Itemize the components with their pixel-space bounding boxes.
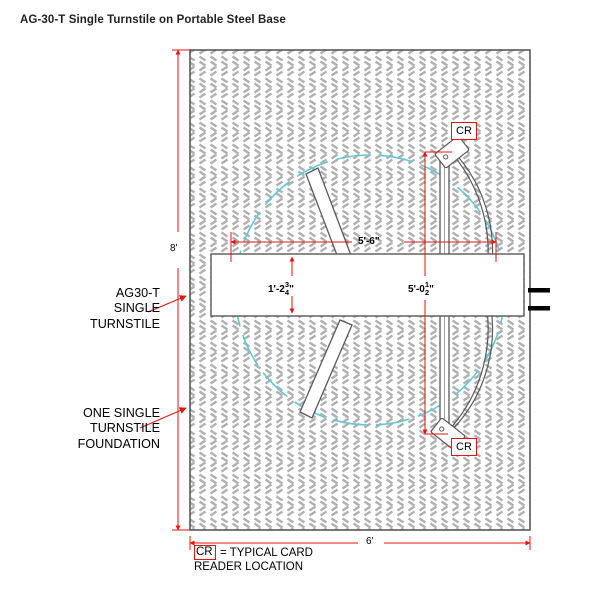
dimension-label-arm-span: 5'-6" <box>358 236 380 247</box>
callout-foundation-line-3: FOUNDATION <box>77 436 160 451</box>
callout-turnstile-line-1: AG30-T <box>115 286 160 300</box>
legend-cr-box <box>194 545 216 560</box>
callout-foundation-line-1: ONE SINGLE <box>83 406 160 420</box>
post-offset-inch: " <box>429 283 434 295</box>
side-brackets <box>528 288 550 311</box>
callout-turnstile-line-2: SINGLE <box>113 301 160 316</box>
callout-foundation-line-2: TURNSTILE <box>90 421 160 436</box>
card-reader-marker-top: CR <box>451 122 477 140</box>
legend-line-1: = TYPICAL CARD <box>220 547 313 559</box>
dimension-label-overall-width: 6' <box>366 536 374 547</box>
dimension-overall-width <box>189 536 531 550</box>
dimension-post-offset <box>422 151 452 435</box>
dimension-label-overall-height: 8' <box>170 243 178 254</box>
turnstile-arm-lower <box>299 319 353 419</box>
callout-turnstile-line-3: TURNSTILE <box>90 316 160 331</box>
callout-foundation: ONE SINGLE TURNSTILE FOUNDATION <box>0 406 160 452</box>
callout-leader-foundation <box>139 407 187 429</box>
turnstile-barrier-box <box>210 253 525 317</box>
legend-line-2: READER LOCATION <box>194 561 304 573</box>
card-reader-marker-bottom: CR <box>451 438 477 456</box>
post-offset-feet: 5'-0 <box>408 283 425 295</box>
callout-leader-turnstile <box>147 295 187 313</box>
page-title: AG-30-T Single Turnstile on Portable Ste… <box>20 14 286 26</box>
dimension-overall-height <box>172 49 190 531</box>
barrier-height-inch: " <box>289 283 294 295</box>
dimension-arm-span <box>230 232 497 262</box>
legend-cr-symbol: CR <box>196 546 213 558</box>
callout-turnstile: AG30-T SINGLE TURNSTILE <box>0 286 160 332</box>
barrier-height-feet: 1'-2 <box>268 283 285 295</box>
